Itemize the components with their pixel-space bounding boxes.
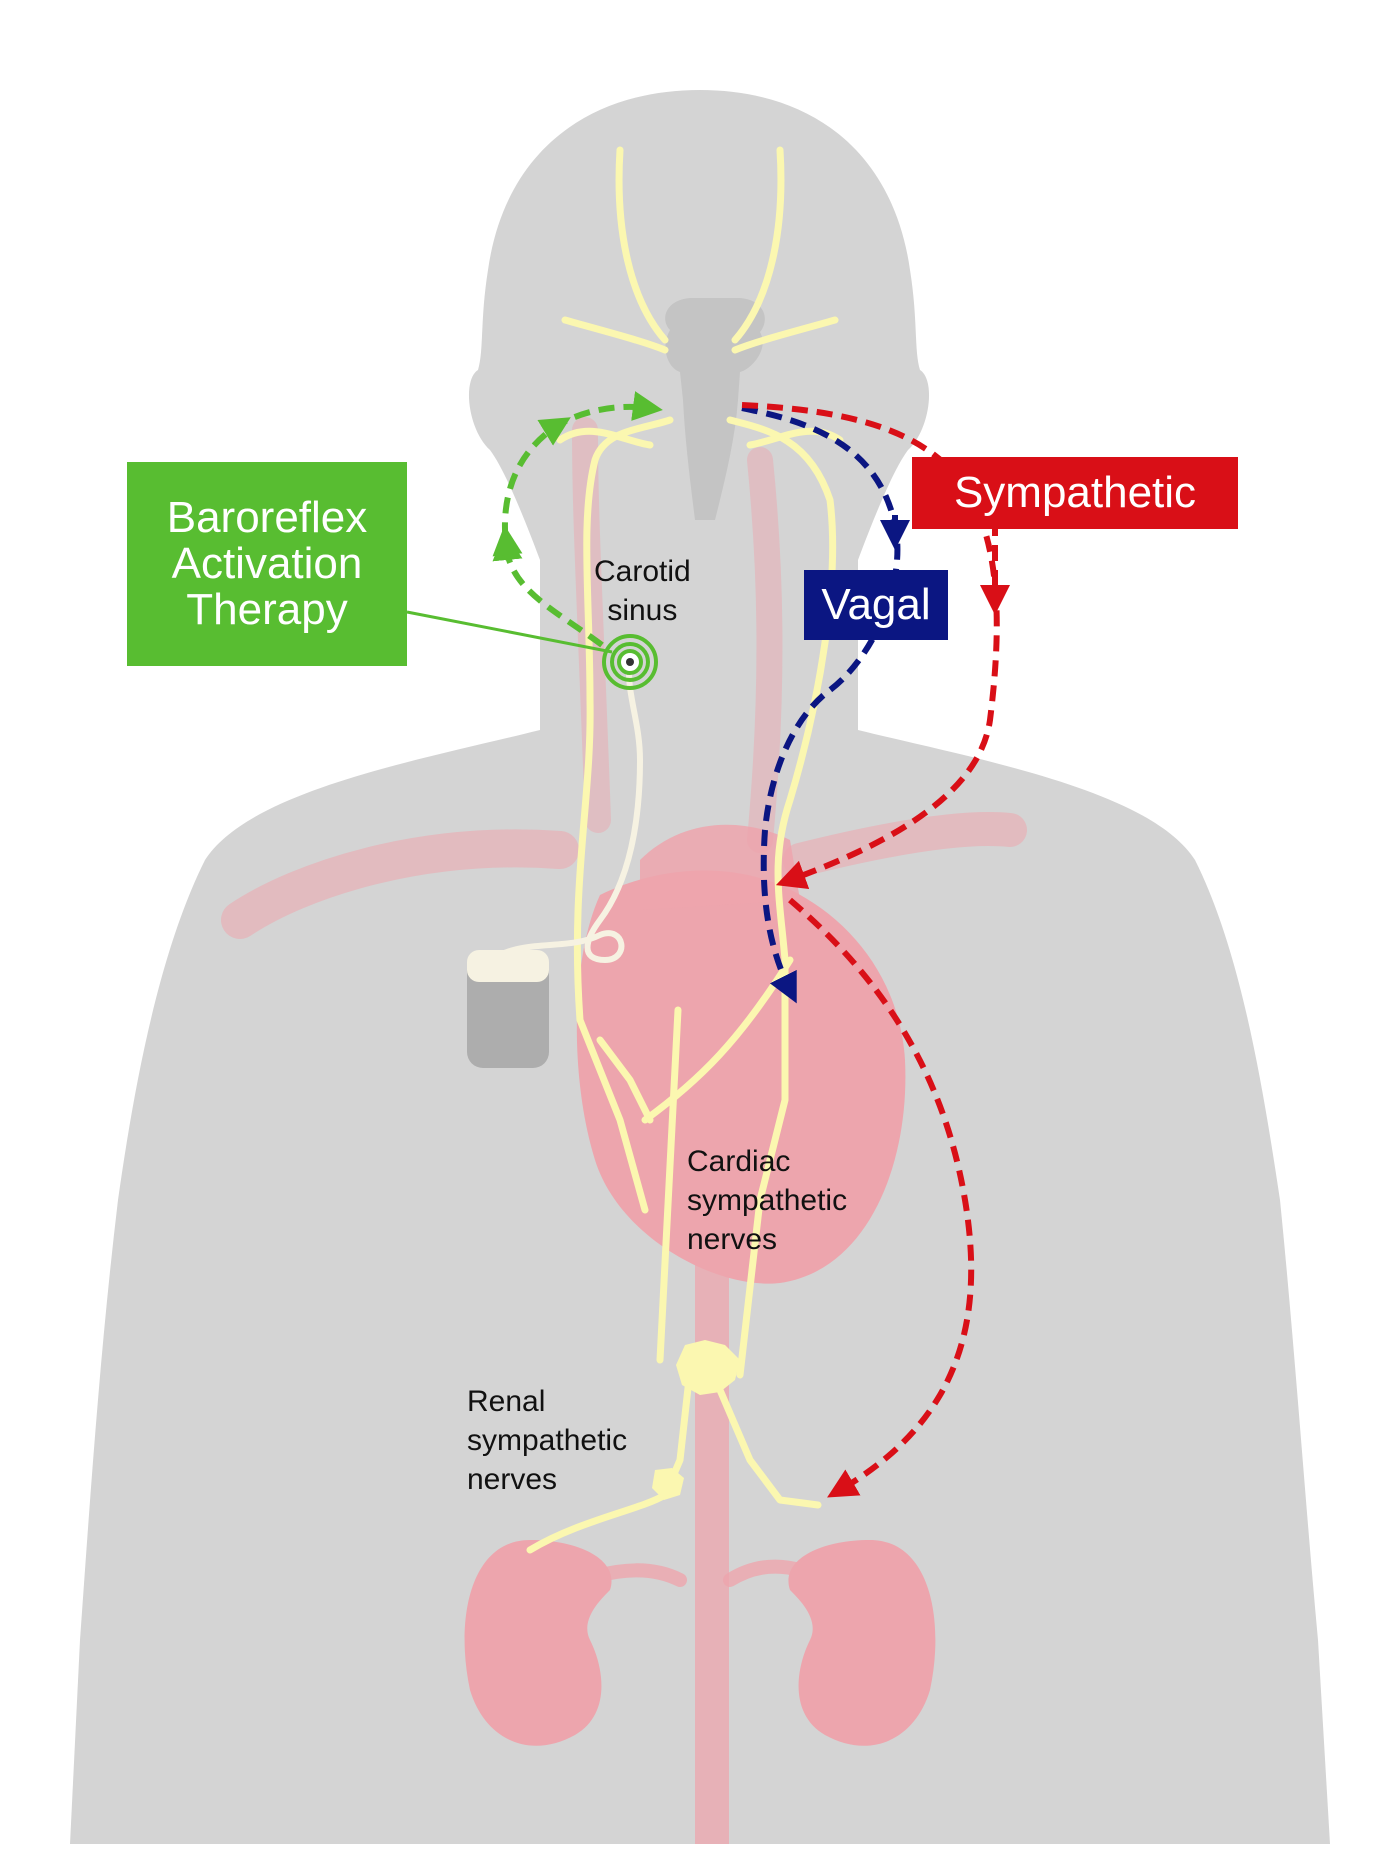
baroreflex-activation-therapy-label: Baroreflex Activation Therapy — [127, 462, 407, 666]
renal-line-3: nerves — [467, 1463, 558, 1496]
renal-line-2: sympathetic — [467, 1424, 628, 1457]
carotid-sinus-line-1: Carotid — [594, 555, 691, 588]
carotid-sinus-label: Carotid sinus — [594, 552, 691, 630]
baroreflex-connector-line — [406, 610, 613, 654]
carotid-electrode — [602, 634, 658, 690]
stimulator-header — [467, 950, 549, 982]
left-kidney — [464, 1540, 612, 1746]
renal-ganglion — [652, 1468, 684, 1500]
sympathetic-renal-arrow — [788, 897, 975, 1498]
heart — [576, 870, 906, 1284]
baroreflex-label-line-3: Therapy — [186, 585, 348, 634]
cardiac-sympathetic-nerves-label: Cardiac sympathetic nerves — [687, 1142, 847, 1259]
baroreflex-label-line-1: Baroreflex — [166, 493, 368, 542]
right-kidney — [788, 1540, 936, 1746]
vagal-label: Vagal — [804, 570, 948, 640]
baroreflex-afferent-arrow — [492, 391, 663, 648]
cardiac-line-2: sympathetic — [687, 1184, 848, 1217]
sympathetic-label: Sympathetic — [912, 457, 1238, 529]
celiac-ganglion — [676, 1340, 740, 1395]
stimulator-lead — [497, 657, 644, 964]
brainstem — [665, 298, 765, 520]
renal-line-1: Renal — [467, 1385, 546, 1418]
renal-sympathetic-nerves-label: Renal sympathetic nerves — [467, 1382, 627, 1499]
cardiac-line-3: nerves — [687, 1223, 778, 1256]
cardiac-line-1: Cardiac — [687, 1145, 791, 1178]
heart-upper — [640, 824, 800, 910]
vagal-efferent-arrow — [741, 405, 901, 1004]
carotid-sinus-line-2: sinus — [607, 594, 678, 627]
baroreflex-label-line-2: Activation — [171, 539, 363, 588]
baroreflex-mid-arrow — [492, 525, 523, 561]
